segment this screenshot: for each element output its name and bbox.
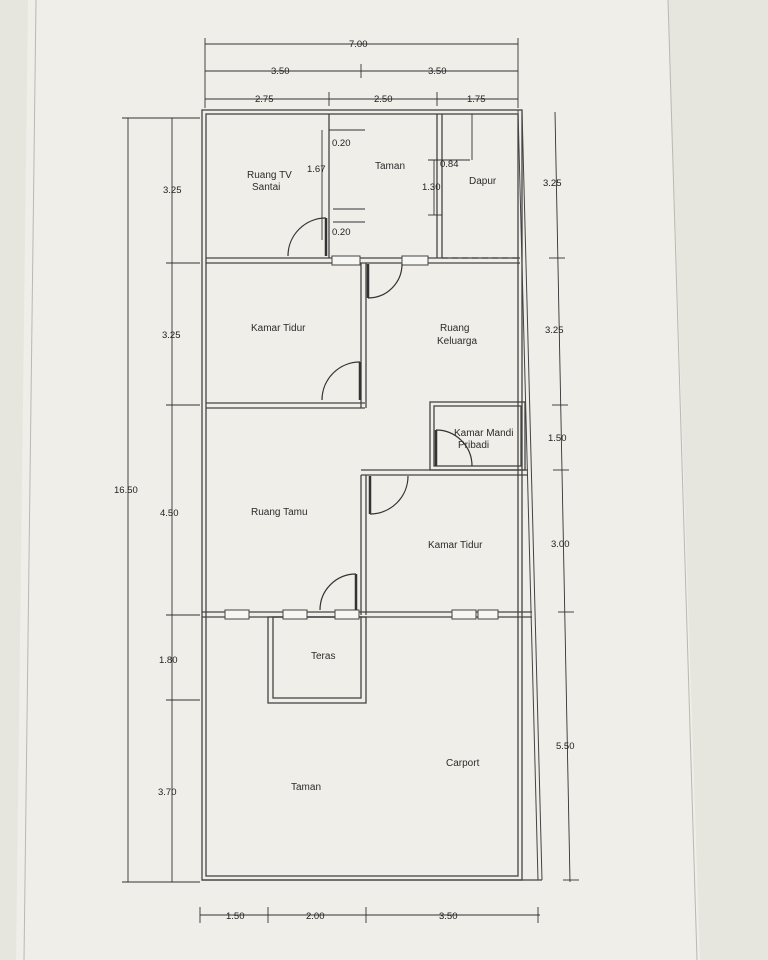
- window-2: [401, 255, 429, 266]
- right-wall-skew-2: [521, 109, 543, 881]
- label-ruang-tamu: Ruang Tamu: [251, 507, 308, 518]
- label-santai: Santai: [252, 182, 280, 193]
- dim-top-b: 2.50: [374, 94, 393, 105]
- dim-left-4: 1.80: [159, 655, 178, 666]
- label-keluarga: Keluarga: [437, 336, 477, 347]
- dim-top-half-right: 3.50: [428, 66, 447, 77]
- dim-left-2: 3.25: [162, 330, 181, 341]
- label-dapur: Dapur: [469, 176, 497, 187]
- label-ruang: Ruang: [440, 323, 469, 334]
- dim-inner-020-top: 0.20: [332, 138, 351, 149]
- dim-bottom-2: 2.00: [306, 911, 325, 922]
- kamar-mandi-wall-inner: [433, 405, 522, 467]
- dim-top-c: 1.75: [467, 94, 486, 105]
- outer-wall-inner: [205, 113, 519, 877]
- windows: [224, 255, 499, 620]
- label-kamar-mandi: Kamar Mandi: [454, 428, 513, 439]
- dimension-lines: [122, 38, 579, 923]
- window-6: [477, 609, 499, 620]
- right-wall-skew: [517, 109, 539, 881]
- dim-top-half-left: 3.50: [271, 66, 290, 77]
- dim-inner-020-bottom: 0.20: [332, 227, 351, 238]
- window-4: [282, 609, 308, 620]
- label-taman-bottom: Taman: [291, 782, 321, 793]
- dim-bottom-1: 1.50: [226, 911, 245, 922]
- window-1: [331, 255, 361, 266]
- label-kamar-tidur-2: Kamar Tidur: [428, 540, 483, 551]
- dim-right-1: 3.25: [543, 178, 562, 189]
- window-7: [334, 609, 360, 620]
- paper-sheet: [16, 0, 700, 960]
- dim-right-3: 1.50: [548, 433, 567, 444]
- window-5: [451, 609, 477, 620]
- doors: [287, 217, 473, 611]
- dim-top-a: 2.75: [255, 94, 274, 105]
- door-tv-arc: [287, 217, 327, 257]
- dim-right-5: 5.50: [556, 741, 575, 752]
- label-teras: Teras: [311, 651, 335, 662]
- label-taman-top: Taman: [375, 161, 405, 172]
- dim-inner-130: 1.30: [422, 182, 441, 193]
- label-kamar-tidur-1: Kamar Tidur: [251, 323, 306, 334]
- dim-left-1: 3.25: [163, 185, 182, 196]
- door-mandi-arc: [435, 429, 473, 467]
- dim-right-4: 3.00: [551, 539, 570, 550]
- door-kamar1-arc: [321, 361, 361, 401]
- door-kamar2-arc: [369, 475, 409, 515]
- dim-left-total: 16.50: [114, 485, 138, 496]
- sheet-border-right: [667, 0, 698, 960]
- sheet-border-left: [23, 0, 37, 960]
- door-keluarga-arc: [367, 263, 403, 299]
- dim-inner-167: 1.67: [307, 164, 326, 175]
- door-tamu-arc: [319, 573, 357, 611]
- dim-top-total: 7.00: [349, 39, 368, 50]
- window-3: [224, 609, 250, 620]
- walls: [201, 109, 543, 881]
- label-carport: Carport: [446, 758, 480, 769]
- dim-right-2: 3.25: [545, 325, 564, 336]
- dim-left-5: 3.70: [158, 787, 177, 798]
- teras-outline-inner: [272, 616, 362, 699]
- dimension-labels: 7.00 3.50 3.50 2.75 2.50 1.75 16.50 3.25…: [114, 39, 575, 922]
- dim-inner-084: 0.84: [440, 159, 459, 170]
- label-pribadi: Pribadi: [458, 440, 489, 451]
- label-ruang-tv: Ruang TV: [247, 170, 292, 181]
- dim-left-3: 4.50: [160, 508, 179, 519]
- room-labels: Ruang TV Santai Taman Dapur Kamar Tidur …: [247, 161, 513, 793]
- dim-bottom-3: 3.50: [439, 911, 458, 922]
